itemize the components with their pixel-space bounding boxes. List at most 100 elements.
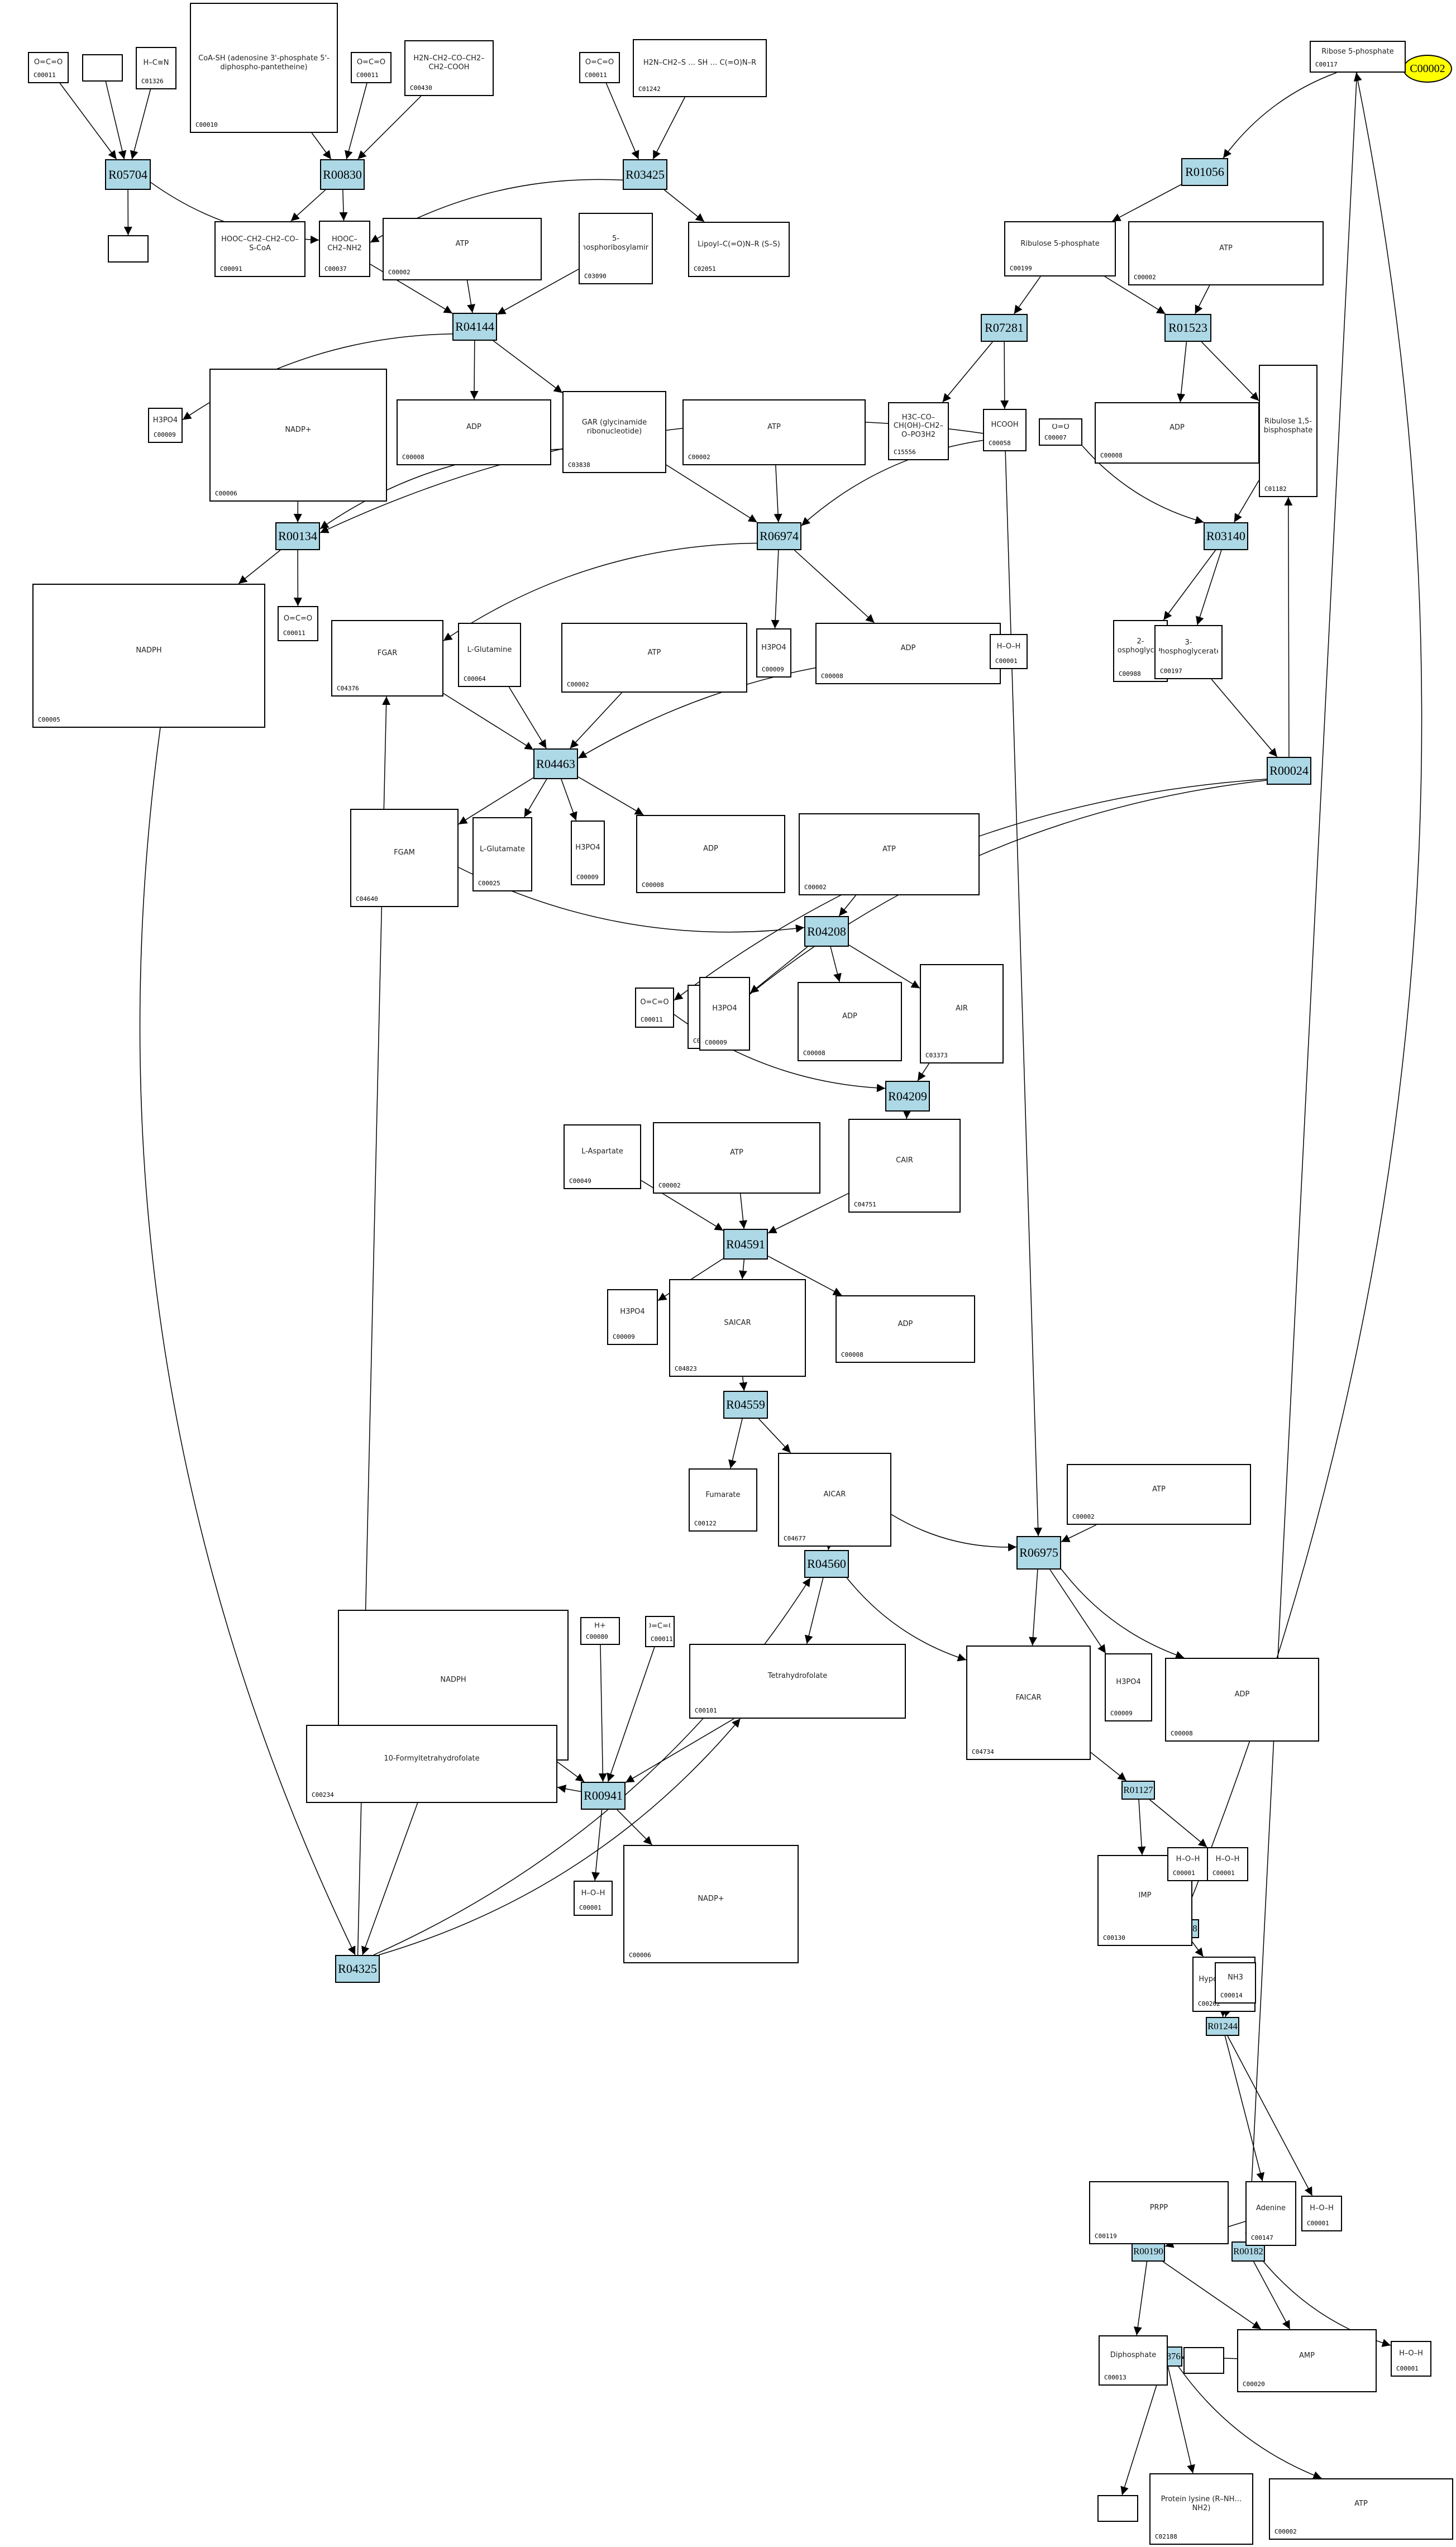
compound-node[interactable] [108,235,149,263]
reaction-node[interactable]: R03425 [623,159,667,190]
reaction-node[interactable]: R00182 [1231,2241,1265,2262]
reaction-node[interactable]: R01127 [1121,1781,1155,1800]
reaction-node[interactable]: R01056 [1181,158,1228,186]
reaction-node[interactable]: R00830 [320,159,365,190]
reaction-node[interactable]: R04209 [885,1081,930,1112]
compound-node[interactable] [82,54,123,82]
reaction-node[interactable]: R00134 [275,522,320,550]
reaction-node[interactable]: R04208 [804,916,849,947]
compound-node[interactable] [1183,2347,1224,2374]
reaction-node[interactable]: R00941 [581,1782,626,1810]
reaction-node[interactable]: R04144 [452,313,497,341]
reaction-node[interactable]: R00024 [1267,757,1311,785]
compound-node[interactable]: H+C00080 [580,1617,620,1645]
reaction-node[interactable]: R01244 [1206,2017,1239,2036]
compound-node[interactable]: Protein lysine (R–NH…NH2)C02188 [1149,2473,1253,2545]
compound-node[interactable]: CoA-SH (adenosine 3'-phosphate 5'-diphos… [190,3,338,133]
highlighted-compound[interactable]: C00002 [1403,55,1452,83]
reaction-node[interactable]: R01523 [1164,314,1211,342]
reaction-node[interactable]: R04559 [723,1391,768,1419]
compound-node[interactable]: 5-PhosphoribosylamineC03090 [579,213,653,284]
reaction-node[interactable]: R06974 [757,522,801,550]
reaction-node[interactable]: R00190 [1132,2241,1165,2262]
reaction-node[interactable]: R04560 [804,1550,849,1578]
reaction-node[interactable]: R03140 [1204,522,1248,550]
reaction-node[interactable]: R04463 [533,748,578,779]
reaction-node[interactable]: R07281 [981,314,1028,342]
reaction-node[interactable]: R04325 [335,1955,380,1983]
reaction-node[interactable]: R06975 [1016,1536,1061,1570]
reaction-node[interactable]: R04591 [723,1229,768,1260]
compound-node[interactable]: GAR (glycinamide ribonucleotide)C03838 [562,391,666,473]
reaction-node[interactable]: R05704 [105,159,151,190]
compound-node[interactable]: NADP+C00006 [623,1845,799,1963]
compound-node[interactable]: NADP+C00006 [209,369,387,502]
